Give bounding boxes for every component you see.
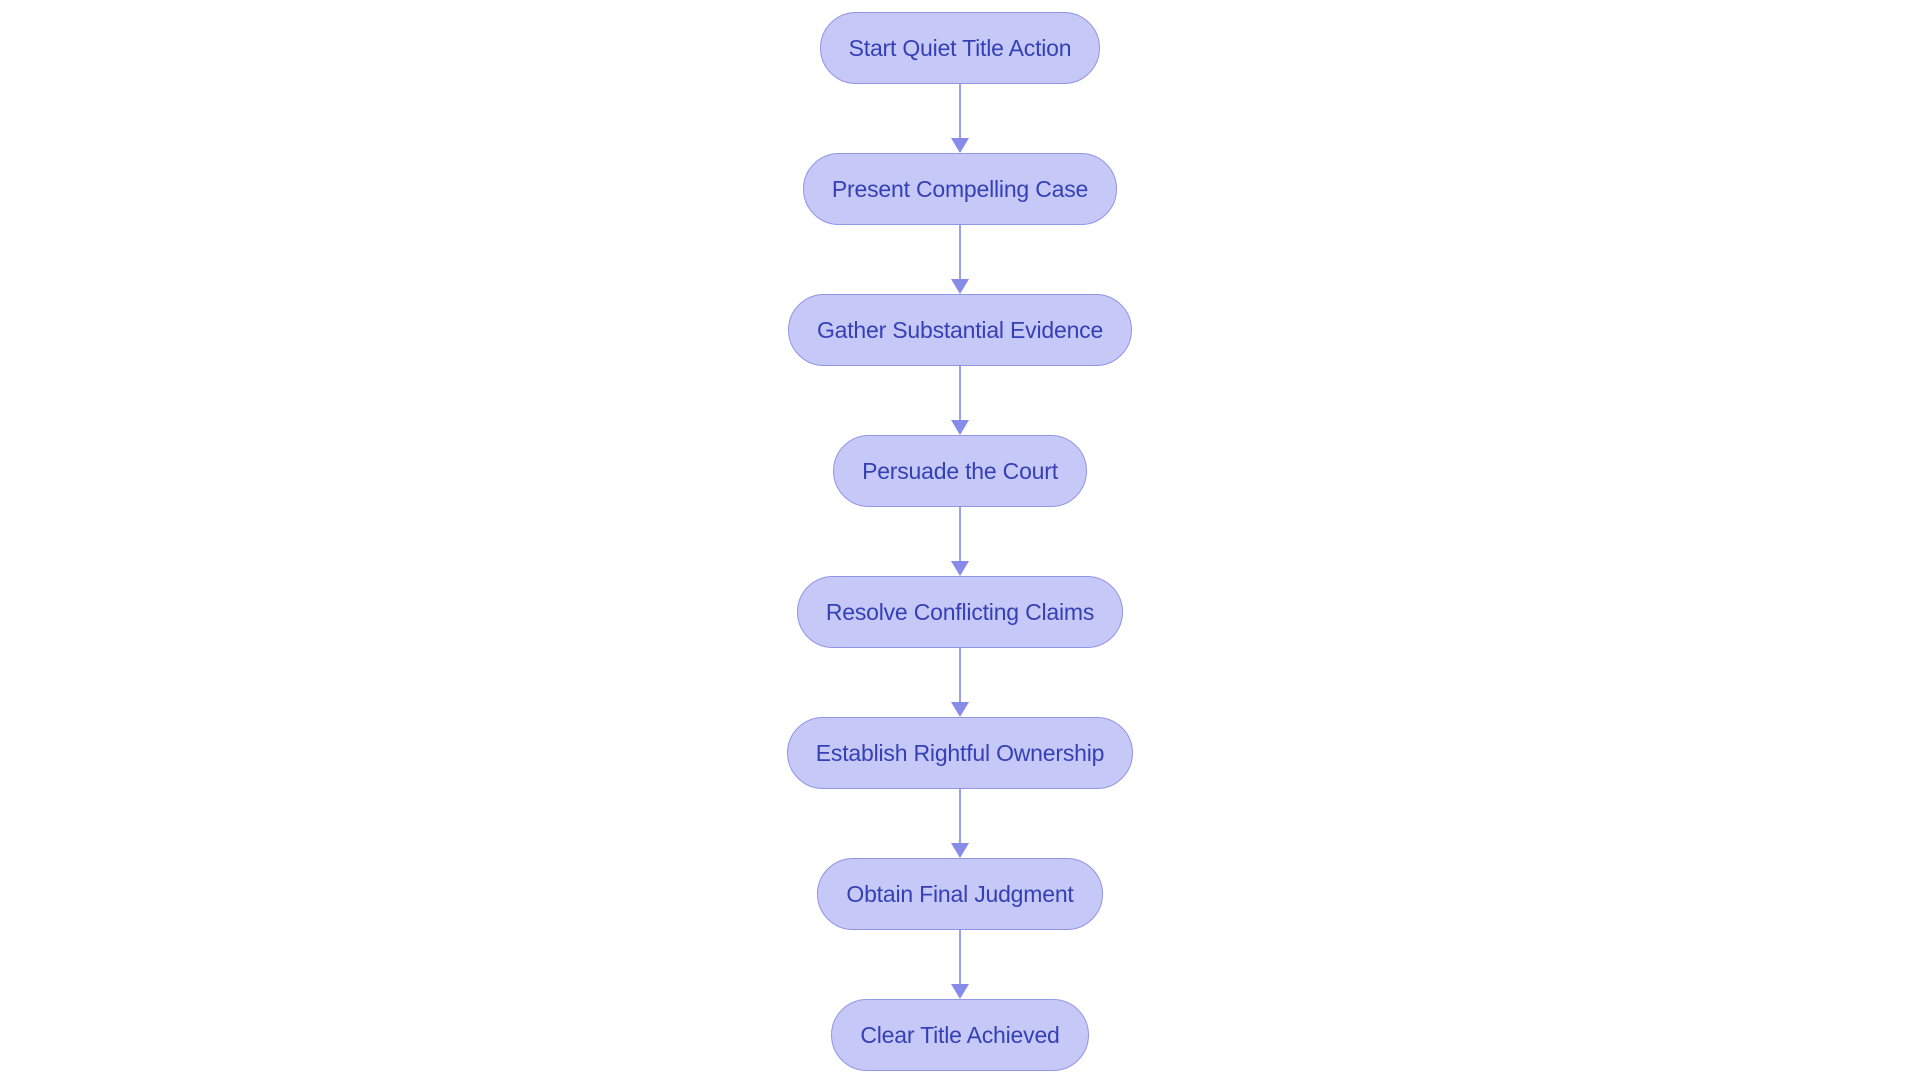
- arrow-line: [959, 930, 961, 984]
- flowchart: Start Quiet Title Action Present Compell…: [0, 12, 1920, 1071]
- flow-connector: [951, 789, 969, 858]
- flow-node-resolve-conflicting-claims: Resolve Conflicting Claims: [796, 576, 1124, 648]
- arrow-head-icon: [951, 984, 969, 999]
- flow-node-establish-rightful-ownership: Establish Rightful Ownership: [786, 717, 1134, 789]
- flow-node-label: Start Quiet Title Action: [848, 34, 1072, 61]
- arrow-head-icon: [951, 279, 969, 294]
- flow-node-label: Clear Title Achieved: [860, 1021, 1060, 1048]
- arrow-line: [959, 84, 961, 138]
- arrow-head-icon: [951, 843, 969, 858]
- flow-node-label: Gather Substantial Evidence: [816, 316, 1104, 343]
- arrow-head-icon: [951, 138, 969, 153]
- flow-connector: [951, 225, 969, 294]
- arrow-head-icon: [951, 420, 969, 435]
- flow-node-persuade-the-court: Persuade the Court: [833, 435, 1087, 507]
- flow-node-obtain-final-judgment: Obtain Final Judgment: [817, 858, 1103, 930]
- arrow-line: [959, 507, 961, 561]
- arrow-line: [959, 789, 961, 843]
- flow-node-present-compelling-case: Present Compelling Case: [802, 153, 1118, 225]
- arrow-line: [959, 648, 961, 702]
- flow-connector: [951, 507, 969, 576]
- flow-node-clear-title-achieved: Clear Title Achieved: [831, 999, 1089, 1071]
- flow-node-label: Present Compelling Case: [831, 175, 1089, 202]
- flow-connector: [951, 648, 969, 717]
- flow-node-label: Resolve Conflicting Claims: [825, 598, 1095, 625]
- flow-connector: [951, 366, 969, 435]
- arrow-line: [959, 366, 961, 420]
- flow-connector: [951, 84, 969, 153]
- flow-node-label: Obtain Final Judgment: [846, 880, 1074, 907]
- arrow-head-icon: [951, 561, 969, 576]
- flow-node-label: Persuade the Court: [862, 457, 1058, 484]
- arrow-line: [959, 225, 961, 279]
- arrow-head-icon: [951, 702, 969, 717]
- flow-node-start-quiet-title-action: Start Quiet Title Action: [819, 12, 1101, 84]
- flow-node-gather-substantial-evidence: Gather Substantial Evidence: [787, 294, 1133, 366]
- flow-connector: [951, 930, 969, 999]
- flow-node-label: Establish Rightful Ownership: [815, 739, 1105, 766]
